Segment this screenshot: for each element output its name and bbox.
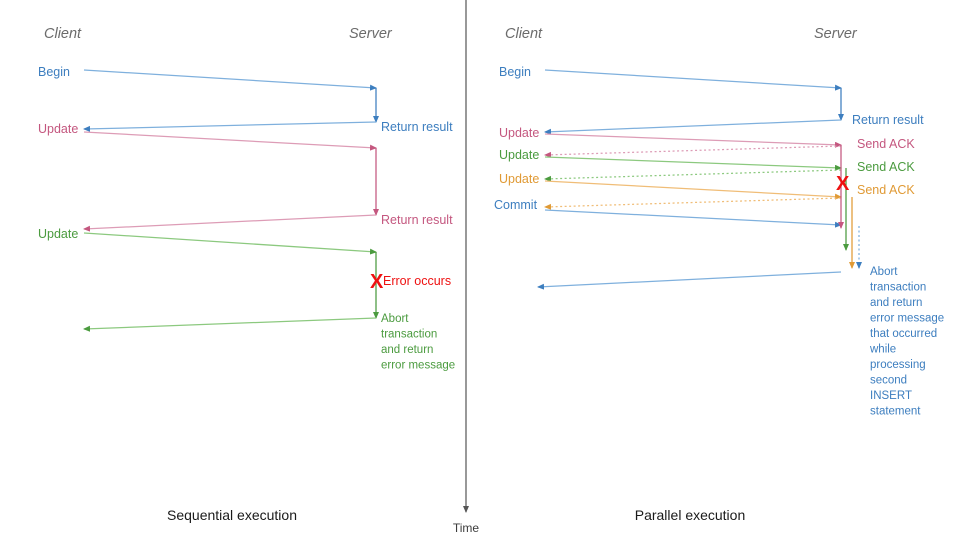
message-sequential-1-arrow: [83, 121, 377, 132]
abort-note-line-parallel-2: and return: [870, 297, 922, 309]
message-sequential-4-arrow: [83, 232, 377, 255]
message-parallel-8-arrow: [544, 209, 842, 228]
message-parallel-3-label: Send ACK: [857, 137, 915, 151]
message-sequential-3-arrow: [83, 214, 377, 232]
message-sequential-0-arrow: [83, 69, 377, 91]
message-parallel-4-arrow: [544, 156, 842, 171]
message-parallel-5-label: Send ACK: [857, 160, 915, 174]
lane-header-client-parallel: Client: [505, 26, 543, 42]
message-parallel-1-label: Return result: [852, 113, 924, 127]
abort-note-line-parallel-3: error message: [870, 313, 944, 325]
message-parallel-2-arrow: [544, 133, 842, 148]
message-sequential-2-arrow: [83, 131, 377, 151]
abort-note-line-parallel-4: that occurred: [870, 328, 937, 340]
abort-note-line-sequential-0: Abort: [381, 313, 409, 325]
message-parallel-6-label: Update: [499, 172, 539, 186]
message-sequential-2-label: Update: [38, 122, 78, 136]
error-label-sequential: Error occurs: [383, 274, 451, 288]
caption-parallel: Parallel execution: [635, 507, 746, 523]
message-parallel-7-label: Send ACK: [857, 183, 915, 197]
message-parallel-0-label: Begin: [499, 65, 531, 79]
abort-note-line-parallel-5: while: [869, 344, 896, 356]
caption-sequential: Sequential execution: [167, 507, 297, 523]
message-sequential-1-label: Return result: [381, 120, 453, 134]
message-parallel-8-label: Commit: [494, 198, 538, 212]
message-parallel-5-arrow: [544, 169, 842, 182]
lane-header-client-sequential: Client: [44, 26, 82, 42]
message-parallel-4-label: Update: [499, 148, 539, 162]
message-parallel-6-arrow: [544, 180, 842, 200]
message-sequential-3-label: Return result: [381, 213, 453, 227]
abort-note-line-sequential-1: transaction: [381, 329, 437, 341]
lane-header-server-parallel: Server: [814, 26, 858, 42]
message-parallel-3-arrow: [544, 145, 842, 158]
abort-note-line-sequential-2: and return: [381, 344, 433, 356]
abort-note-line-parallel-0: Abort: [870, 266, 898, 278]
time-axis-label: Time: [453, 521, 480, 535]
abort-note-line-parallel-8: INSERT: [870, 390, 912, 402]
abort-note-line-parallel-9: statement: [870, 406, 921, 418]
abort-note-line-parallel-1: transaction: [870, 282, 926, 294]
abort-arrow-sequential: [83, 317, 377, 332]
message-parallel-1-arrow: [544, 119, 842, 135]
abort-note-line-sequential-3: error message: [381, 360, 455, 372]
error-x-icon-parallel: X: [836, 173, 850, 195]
abort-note-line-parallel-7: second: [870, 375, 907, 387]
lane-header-server-sequential: Server: [349, 26, 393, 42]
abort-note-line-parallel-6: processing: [870, 359, 926, 371]
message-parallel-0-arrow: [544, 69, 842, 91]
error-x-icon-sequential: X: [370, 271, 384, 293]
message-sequential-0-label: Begin: [38, 65, 70, 79]
message-parallel-2-label: Update: [499, 126, 539, 140]
abort-arrow-parallel: [537, 271, 842, 290]
message-parallel-7-arrow: [544, 197, 842, 210]
message-sequential-4-label: Update: [38, 227, 78, 241]
